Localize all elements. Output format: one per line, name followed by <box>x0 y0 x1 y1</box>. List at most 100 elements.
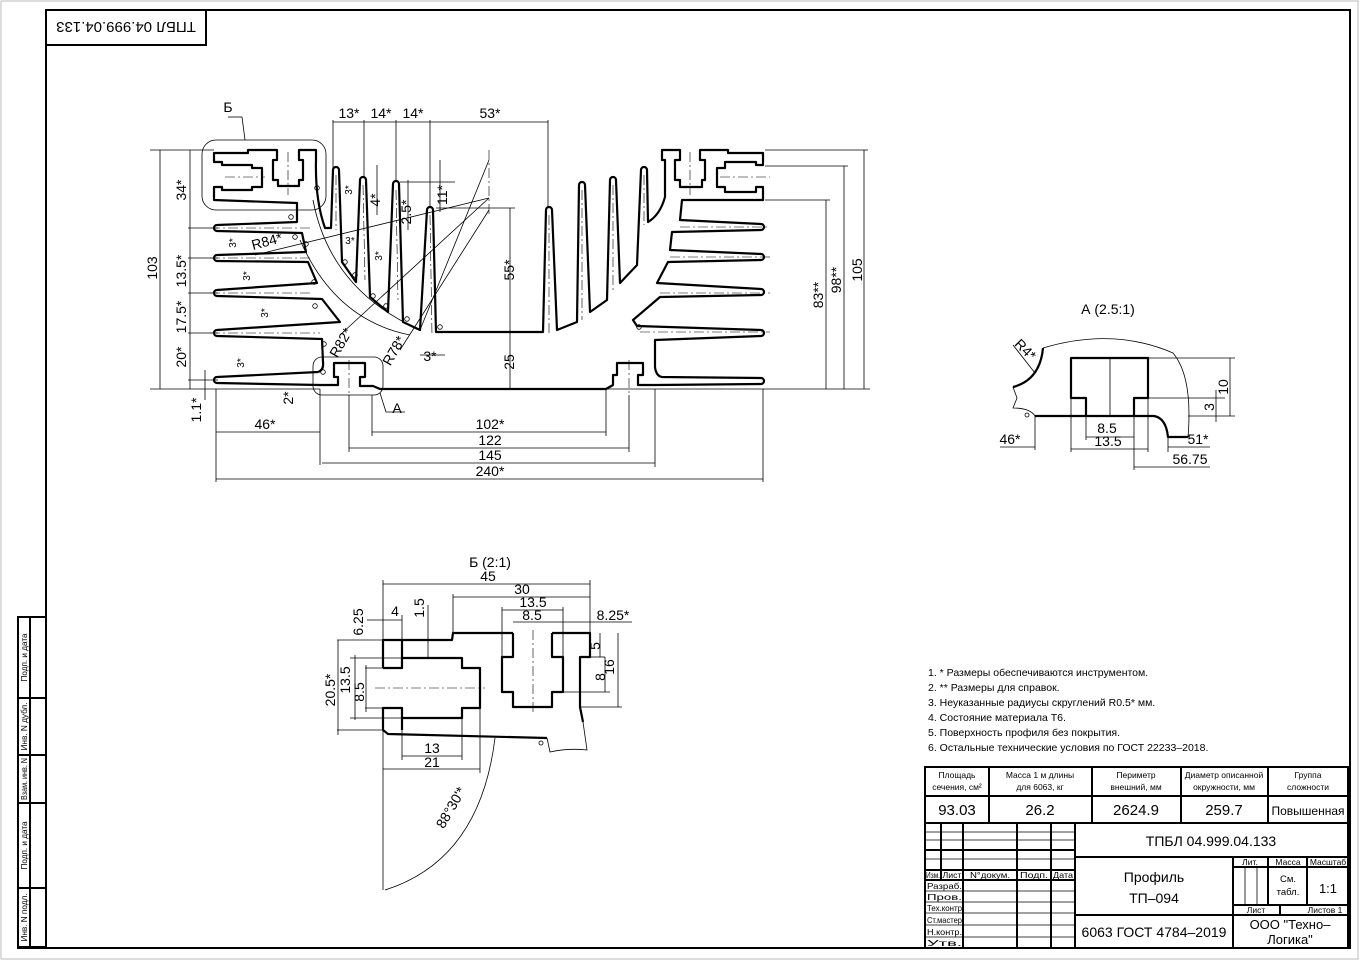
dimension-label: R84* <box>250 229 285 253</box>
dimension-label: 11* <box>434 184 450 205</box>
side-strip-label: Подп. и дата <box>19 821 29 869</box>
dimension-label: 13 <box>424 740 440 756</box>
detail-a-view <box>1000 338 1235 470</box>
company-name-line-2: Логика" <box>1267 932 1313 947</box>
dimension-label: 4* <box>367 193 383 207</box>
dimension-label: 3* <box>374 251 385 261</box>
table-value: 93.03 <box>938 802 976 819</box>
table-header-line: Диаметр описанной <box>1185 770 1264 780</box>
material-standard: 6063 ГОСТ 4784–2019 <box>1082 924 1227 940</box>
side-strip-label: Инв. N дубл. <box>19 703 29 751</box>
dimension-label: 45 <box>480 568 496 584</box>
dimension-label: 8.25* <box>597 607 630 623</box>
drawing-designation: ТПБЛ 04.999.04.133 <box>1146 833 1277 849</box>
detail-b-callout <box>201 139 327 211</box>
dimension-label: Б <box>223 99 232 115</box>
table-header-line: внешний, мм <box>1110 782 1162 792</box>
dimension-label: 2.5* <box>398 199 414 224</box>
side-strip-label: Подп. и дата <box>19 633 29 681</box>
dimension-label: 3* <box>345 236 355 247</box>
dimension-label: 14* <box>370 105 392 121</box>
dimension-label: 105 <box>849 258 865 282</box>
dimension-label: 1.1* <box>188 397 204 422</box>
table-header-line: Периметр <box>1116 770 1155 780</box>
dimension-label: 122 <box>478 432 502 448</box>
revision-column-header: Лист <box>943 870 962 880</box>
dimension-label: 103 <box>144 256 160 280</box>
dimension-label: 13.5 <box>1094 433 1121 449</box>
role-label: Утв. <box>927 938 962 948</box>
mass-value-line-2: табл. <box>1277 887 1300 898</box>
revision-column-header: Подп. <box>1020 870 1048 880</box>
dimension-label: 6.25 <box>350 608 366 635</box>
side-strip-label: Взам. инв. N <box>19 758 29 800</box>
dimension-label: А <box>392 400 402 416</box>
dimension-label: 3* <box>228 238 239 248</box>
technical-notes: 1. * Размеры обеспечиваются инструментом… <box>928 667 1208 754</box>
part-name: Профиль <box>1124 869 1184 885</box>
role-label: Тех.контр <box>927 903 962 913</box>
title-block: ТПБЛ 04.999.04.133 Профиль ТП–094 6063 Г… <box>924 822 1349 949</box>
dimension-label: 102* <box>476 416 505 432</box>
dimension-label: 13.5* <box>173 254 189 287</box>
dimension-label: 83** <box>810 281 826 308</box>
surface-markers <box>288 185 642 375</box>
sheet-label: Лист <box>1247 905 1266 915</box>
revision-column-header: N°докум. <box>970 870 1010 880</box>
dimension-label: 21 <box>424 754 440 770</box>
detail-a-break-line <box>1012 338 1190 438</box>
dimension-label: 20* <box>173 346 189 368</box>
detail-b-break-line <box>546 721 588 753</box>
dimension-label: 3* <box>260 308 271 318</box>
scale-label: Масштаб <box>1310 857 1346 867</box>
dimension-label: 46* <box>999 431 1021 447</box>
dimension-label: 13.5 <box>337 666 353 693</box>
note-item: 4. Состояние материала Т6. <box>928 712 1066 724</box>
dimension-label: 16 <box>601 659 617 675</box>
main-profile-view <box>150 116 870 482</box>
dimension-label: 145 <box>478 447 502 463</box>
dimension-label: 53* <box>479 105 501 121</box>
revision-column-header: Изм. <box>926 870 940 880</box>
dimension-label: 10 <box>1215 379 1231 395</box>
table-header-line: окружности, мм <box>1193 782 1255 792</box>
part-code: ТП–094 <box>1129 890 1179 906</box>
dimension-label: 4 <box>391 603 399 619</box>
dimension-label: 20.5* <box>322 673 338 706</box>
table-header-line: сечения, см² <box>932 782 982 792</box>
role-label: Ст.мастер <box>927 915 962 925</box>
dimension-label: 13.5 <box>519 594 546 610</box>
table-header-line: для 6063, кг <box>1016 782 1063 792</box>
note-item: 6. Остальные технические условия по ГОСТ… <box>928 742 1208 754</box>
detail-b-title: Б (2:1) <box>469 554 511 570</box>
table-header-line: сложности <box>1287 782 1329 792</box>
role-label: Разраб. <box>927 881 962 891</box>
dimension-label: 51* <box>1187 431 1209 447</box>
dimension-label: 8.5 <box>351 682 367 702</box>
dimension-label: 8.5 <box>522 607 542 623</box>
lit-label: Лит. <box>1242 857 1258 867</box>
dimension-label: 3* <box>344 185 355 195</box>
mass-value-line-1: См. <box>1280 874 1296 885</box>
dimension-lines <box>150 116 870 482</box>
dimension-label: 14* <box>402 105 424 121</box>
table-header-line: Площадь <box>938 770 976 780</box>
detail-a-dimension-lines <box>1000 344 1235 470</box>
table-value: 2624.9 <box>1113 802 1159 819</box>
company-name-line-1: ООО "Техно– <box>1250 917 1332 932</box>
sheets-count-label: Листов 1 <box>1308 905 1343 915</box>
dimension-label: 30 <box>514 581 530 597</box>
dimension-label: 3* <box>242 271 253 281</box>
dimension-label: 25 <box>501 354 517 370</box>
note-item: 2. ** Размеры для справок. <box>928 682 1060 694</box>
dimension-label: 3* <box>423 348 437 364</box>
dimension-label: 17.5* <box>173 300 189 333</box>
note-item: 3. Неуказанные радиусы скруглений R0.5* … <box>928 697 1155 709</box>
detail-b-dimension-lines <box>337 580 632 891</box>
detail-a-callout <box>312 356 384 396</box>
top-stamp: ТПБЛ 04.999.04.133 <box>45 9 207 46</box>
table-value: Повышенная <box>1271 804 1344 818</box>
